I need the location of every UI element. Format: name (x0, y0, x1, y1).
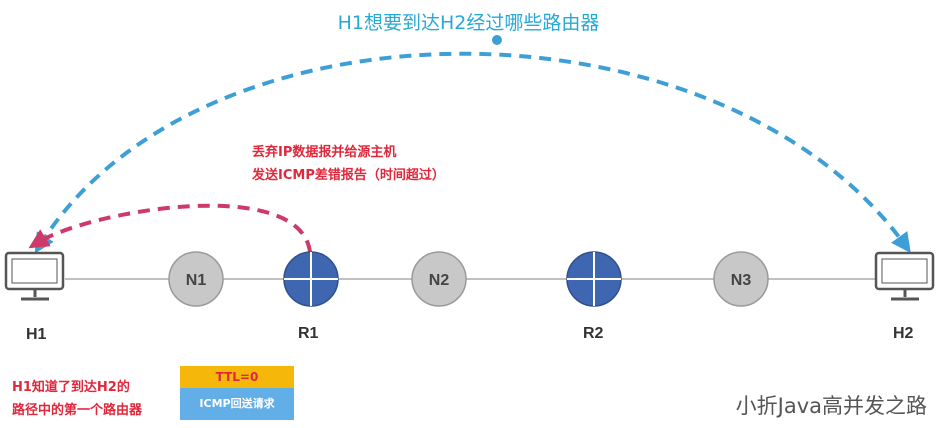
router-r1 (283, 251, 339, 307)
router-label-r2: R2 (583, 325, 604, 342)
r1-action-note: 丢弃IP数据报并给源主机 发送ICMP差错报告（时间超过） (252, 141, 445, 187)
r1-note-line1: 丢弃IP数据报并给源主机 (252, 145, 397, 160)
watermark: 小折Java高并发之路 (735, 394, 927, 418)
host-label-h1: H1 (26, 326, 47, 343)
packet-ttl-field: TTL=0 (180, 366, 294, 388)
monitor-icon (4, 251, 65, 301)
h1-to-h2-arc-arrow (34, 51, 911, 254)
monitor-icon (874, 251, 935, 301)
node-label-n1: N1 (186, 272, 207, 289)
h1-note-line2: 路径中的第一个路由器 (12, 403, 143, 418)
node-label-n2: N2 (429, 272, 450, 289)
ip-packet: TTL=0 ICMP回送请求 (180, 366, 294, 420)
r1-to-h1-error-arrow (28, 203, 312, 253)
network-node-n3: N3 (713, 251, 769, 307)
packet-payload: ICMP回送请求 (180, 388, 294, 420)
network-node-n1: N1 (168, 251, 224, 307)
router-r2 (566, 251, 622, 307)
network-node-n2: N2 (411, 251, 467, 307)
r1-note-line2: 发送ICMP差错报告（时间超过） (252, 168, 445, 183)
node-label-n3: N3 (731, 272, 752, 289)
router-label-r1: R1 (298, 325, 319, 342)
host-label-h2: H2 (893, 325, 914, 342)
h1-knowledge-note: H1知道了到达H2的 路径中的第一个路由器 (12, 376, 142, 422)
arc-apex-dot (492, 35, 502, 45)
h1-note-line1: H1知道了到达H2的 (12, 380, 130, 395)
diagram-title: H1想要到达H2经过哪些路由器 (337, 12, 600, 34)
